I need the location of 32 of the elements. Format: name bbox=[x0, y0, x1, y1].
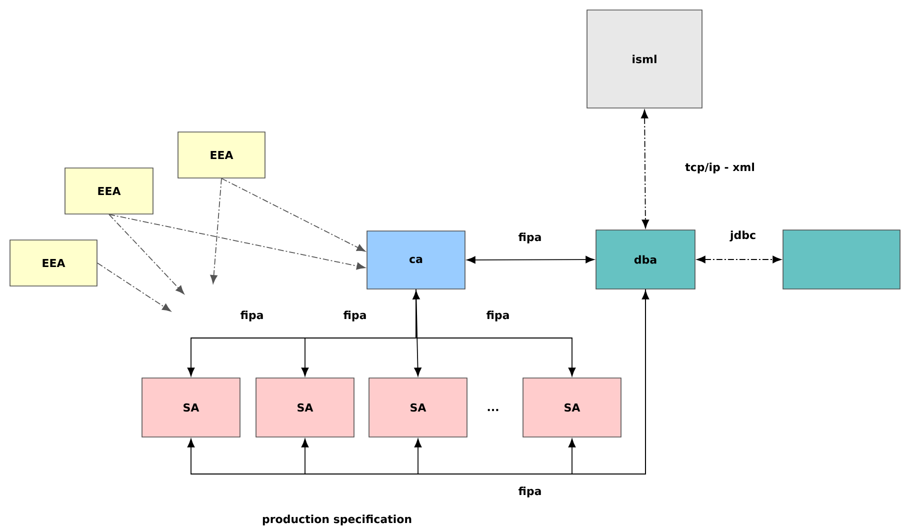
arrow bbox=[108, 214, 184, 294]
database-box bbox=[782, 230, 900, 290]
arrow bbox=[696, 256, 782, 264]
agent-box: SA bbox=[142, 378, 240, 438]
arrow bbox=[568, 290, 650, 474]
agent-box: SA bbox=[256, 378, 354, 438]
agent-box: EEA bbox=[10, 240, 98, 286]
edge-label: fipa bbox=[239, 310, 265, 322]
text-label: production specification bbox=[262, 514, 412, 526]
edge-label: fipa bbox=[517, 232, 543, 244]
text-label: ... bbox=[488, 408, 498, 412]
agent-box: SA bbox=[368, 378, 468, 438]
agent-box: EEA bbox=[178, 132, 266, 178]
arrow bbox=[221, 178, 366, 252]
arrow bbox=[416, 288, 576, 376]
arrow bbox=[412, 290, 422, 376]
agent-box: EEA bbox=[64, 168, 154, 214]
process-box: isml bbox=[586, 10, 702, 108]
arrow bbox=[96, 262, 171, 312]
edge-label: fipa bbox=[517, 486, 543, 498]
edge-label: tcp/ip - xml bbox=[684, 162, 756, 174]
arrow bbox=[210, 178, 222, 284]
process-box: ca bbox=[366, 230, 466, 290]
process-box: dba bbox=[596, 230, 696, 290]
arrow bbox=[414, 288, 646, 474]
agent-box: SA bbox=[522, 378, 622, 438]
edge-label: jdbc bbox=[729, 230, 758, 242]
arrow bbox=[466, 256, 594, 264]
edge-label: fipa bbox=[485, 310, 511, 322]
arrow bbox=[640, 110, 650, 228]
edge-label: fipa bbox=[342, 310, 368, 322]
arrow bbox=[108, 214, 366, 270]
